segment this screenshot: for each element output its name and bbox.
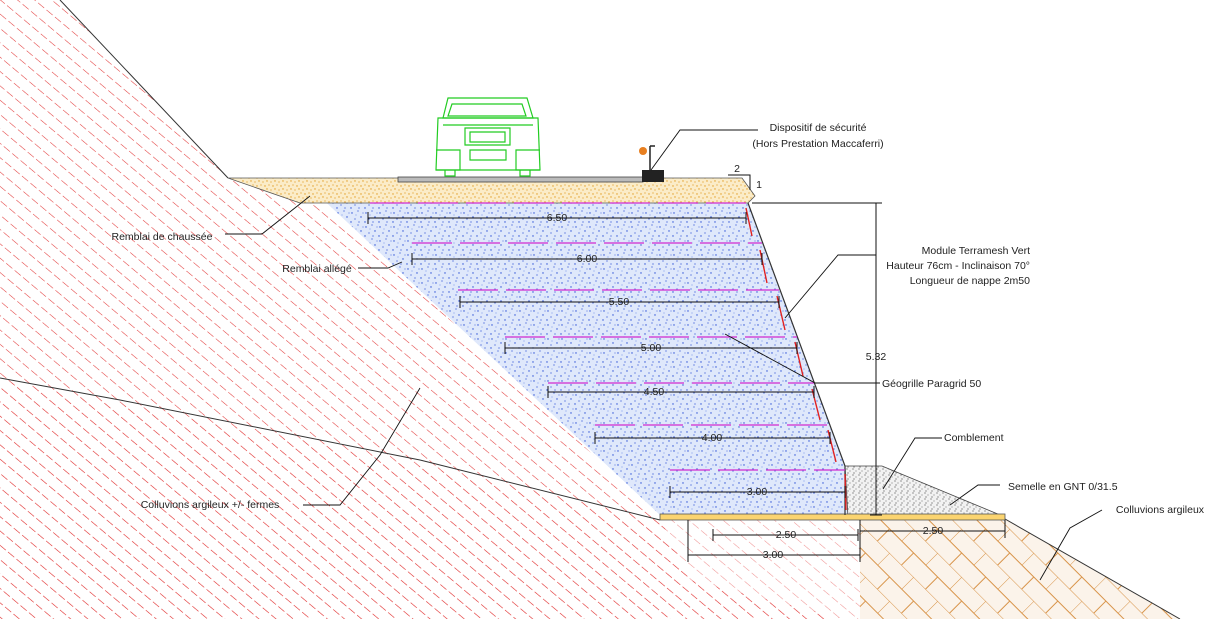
geogrid-layers [370, 202, 845, 471]
height-dim: 5.32 [866, 351, 887, 363]
leader-lines [225, 129, 1103, 581]
label-remblai-chaussee: Remblai de chaussée [112, 231, 213, 243]
label-remblai-allege: Remblai allégé [282, 263, 352, 275]
layer-length-3: 5.50 [609, 296, 630, 308]
car-icon [435, 97, 541, 177]
labels: Dispositif de sécurité (Hors Prestation … [112, 122, 1205, 516]
slope-indicator: 2 1 [728, 163, 762, 191]
label-module-line3: Longueur de nappe 2m50 [910, 275, 1030, 287]
layer-length-4: 5.00 [641, 342, 662, 354]
layer-length-5: 4.50 [644, 386, 665, 398]
label-module-line1: Module Terramesh Vert [922, 245, 1030, 257]
safety-label-line2: (Hors Prestation Maccaferri) [752, 138, 883, 150]
base-outer-dim: 3.00 [763, 549, 784, 561]
label-colluvions: Colluvions argileux [1116, 504, 1205, 516]
light-fill [300, 178, 848, 515]
label-semelle: Semelle en GNT 0/31.5 [1008, 481, 1118, 493]
layer-length-6: 4.00 [702, 432, 723, 444]
base-inner-dim: 2.50 [776, 529, 797, 541]
colluvions-right [860, 519, 1180, 619]
label-comblement: Comblement [944, 432, 1004, 444]
layer-dimension-labels: 6.50 6.00 5.50 5.00 4.50 4.00 3.00 [547, 212, 768, 498]
layer-length-2: 6.00 [577, 253, 598, 265]
label-module-line2: Hauteur 76cm - Inclinaison 70° [886, 260, 1030, 272]
comblement [844, 465, 1006, 518]
safety-label-line1: Dispositif de sécurité [770, 122, 867, 134]
safety-device-icon [639, 145, 664, 182]
layer-length-1: 6.50 [547, 212, 568, 224]
layer-dimension-lines [367, 212, 846, 498]
svg-text:2: 2 [734, 163, 740, 175]
label-geogrille: Géogrille Paragrid 50 [882, 378, 981, 390]
base-right-dim: 2.50 [923, 525, 944, 537]
base-dimension-lines [687, 202, 1006, 562]
label-colluvions-fermes: Colluvions argileux +/- fermes [141, 499, 280, 511]
layer-length-7: 3.00 [747, 486, 768, 498]
svg-text:1: 1 [756, 179, 762, 191]
semelle [659, 513, 1006, 521]
